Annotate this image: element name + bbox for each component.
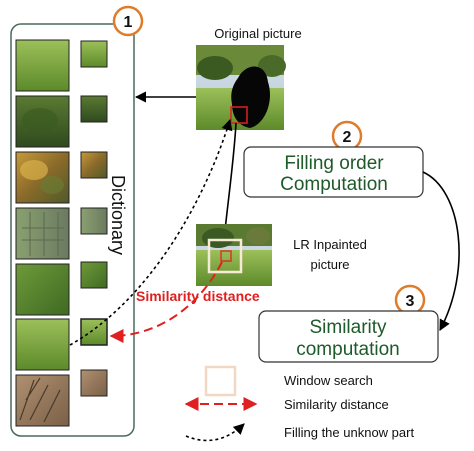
original-picture (196, 45, 286, 130)
step-3-badge: 3 (396, 286, 424, 314)
dictionary-patch-7-small (81, 370, 107, 396)
dictionary-patch-4-small (81, 208, 107, 234)
arrow-original-to-lr (224, 123, 236, 240)
legend-window-search-label: Window search (284, 373, 373, 388)
step-2-number: 2 (343, 129, 352, 146)
dictionary-patch-6-small (81, 319, 107, 345)
dictionary-patch-5-small (81, 262, 107, 288)
legend: Window search Similarity distance Fillin… (186, 367, 414, 440)
dictionary-patch-2-small (81, 96, 107, 122)
dictionary-label: Dictionary (108, 175, 128, 255)
similarity-distance-label: Similarity distance (136, 288, 260, 304)
similarity-computation-line2: computation (296, 339, 400, 360)
step-3-number: 3 (406, 293, 415, 310)
legend-filling-label: Filling the unknow part (284, 425, 414, 440)
dictionary-patch-7-large (16, 375, 69, 426)
legend-window-search-swatch (206, 367, 235, 395)
filling-order-line1: Filling order (284, 153, 384, 174)
dictionary-patch-1-small (81, 41, 107, 67)
dictionary-patch-4-large (16, 208, 69, 259)
dictionary-patch-5-large (16, 264, 69, 315)
legend-filling-swatch (186, 424, 244, 440)
dictionary-large-patches (16, 40, 69, 426)
step-2-badge: 2 (333, 122, 361, 150)
dictionary-patch-6-large (16, 319, 69, 370)
dictionary-patch-1-large (16, 40, 69, 91)
lr-inpainted-line1: LR Inpainted (293, 237, 367, 252)
arrow-filling-to-similarity (423, 172, 459, 330)
lr-inpainted-line2: picture (310, 257, 349, 272)
similarity-computation-line1: Similarity (309, 317, 387, 338)
original-picture-label: Original picture (214, 26, 301, 41)
step-1-badge: 1 (114, 7, 142, 35)
dictionary-patch-3-small (81, 152, 107, 178)
step-1-number: 1 (124, 14, 133, 31)
filling-order-line2: Computation (280, 174, 388, 195)
lr-inpainted-picture (196, 224, 272, 286)
legend-similarity-distance-label: Similarity distance (284, 397, 389, 412)
